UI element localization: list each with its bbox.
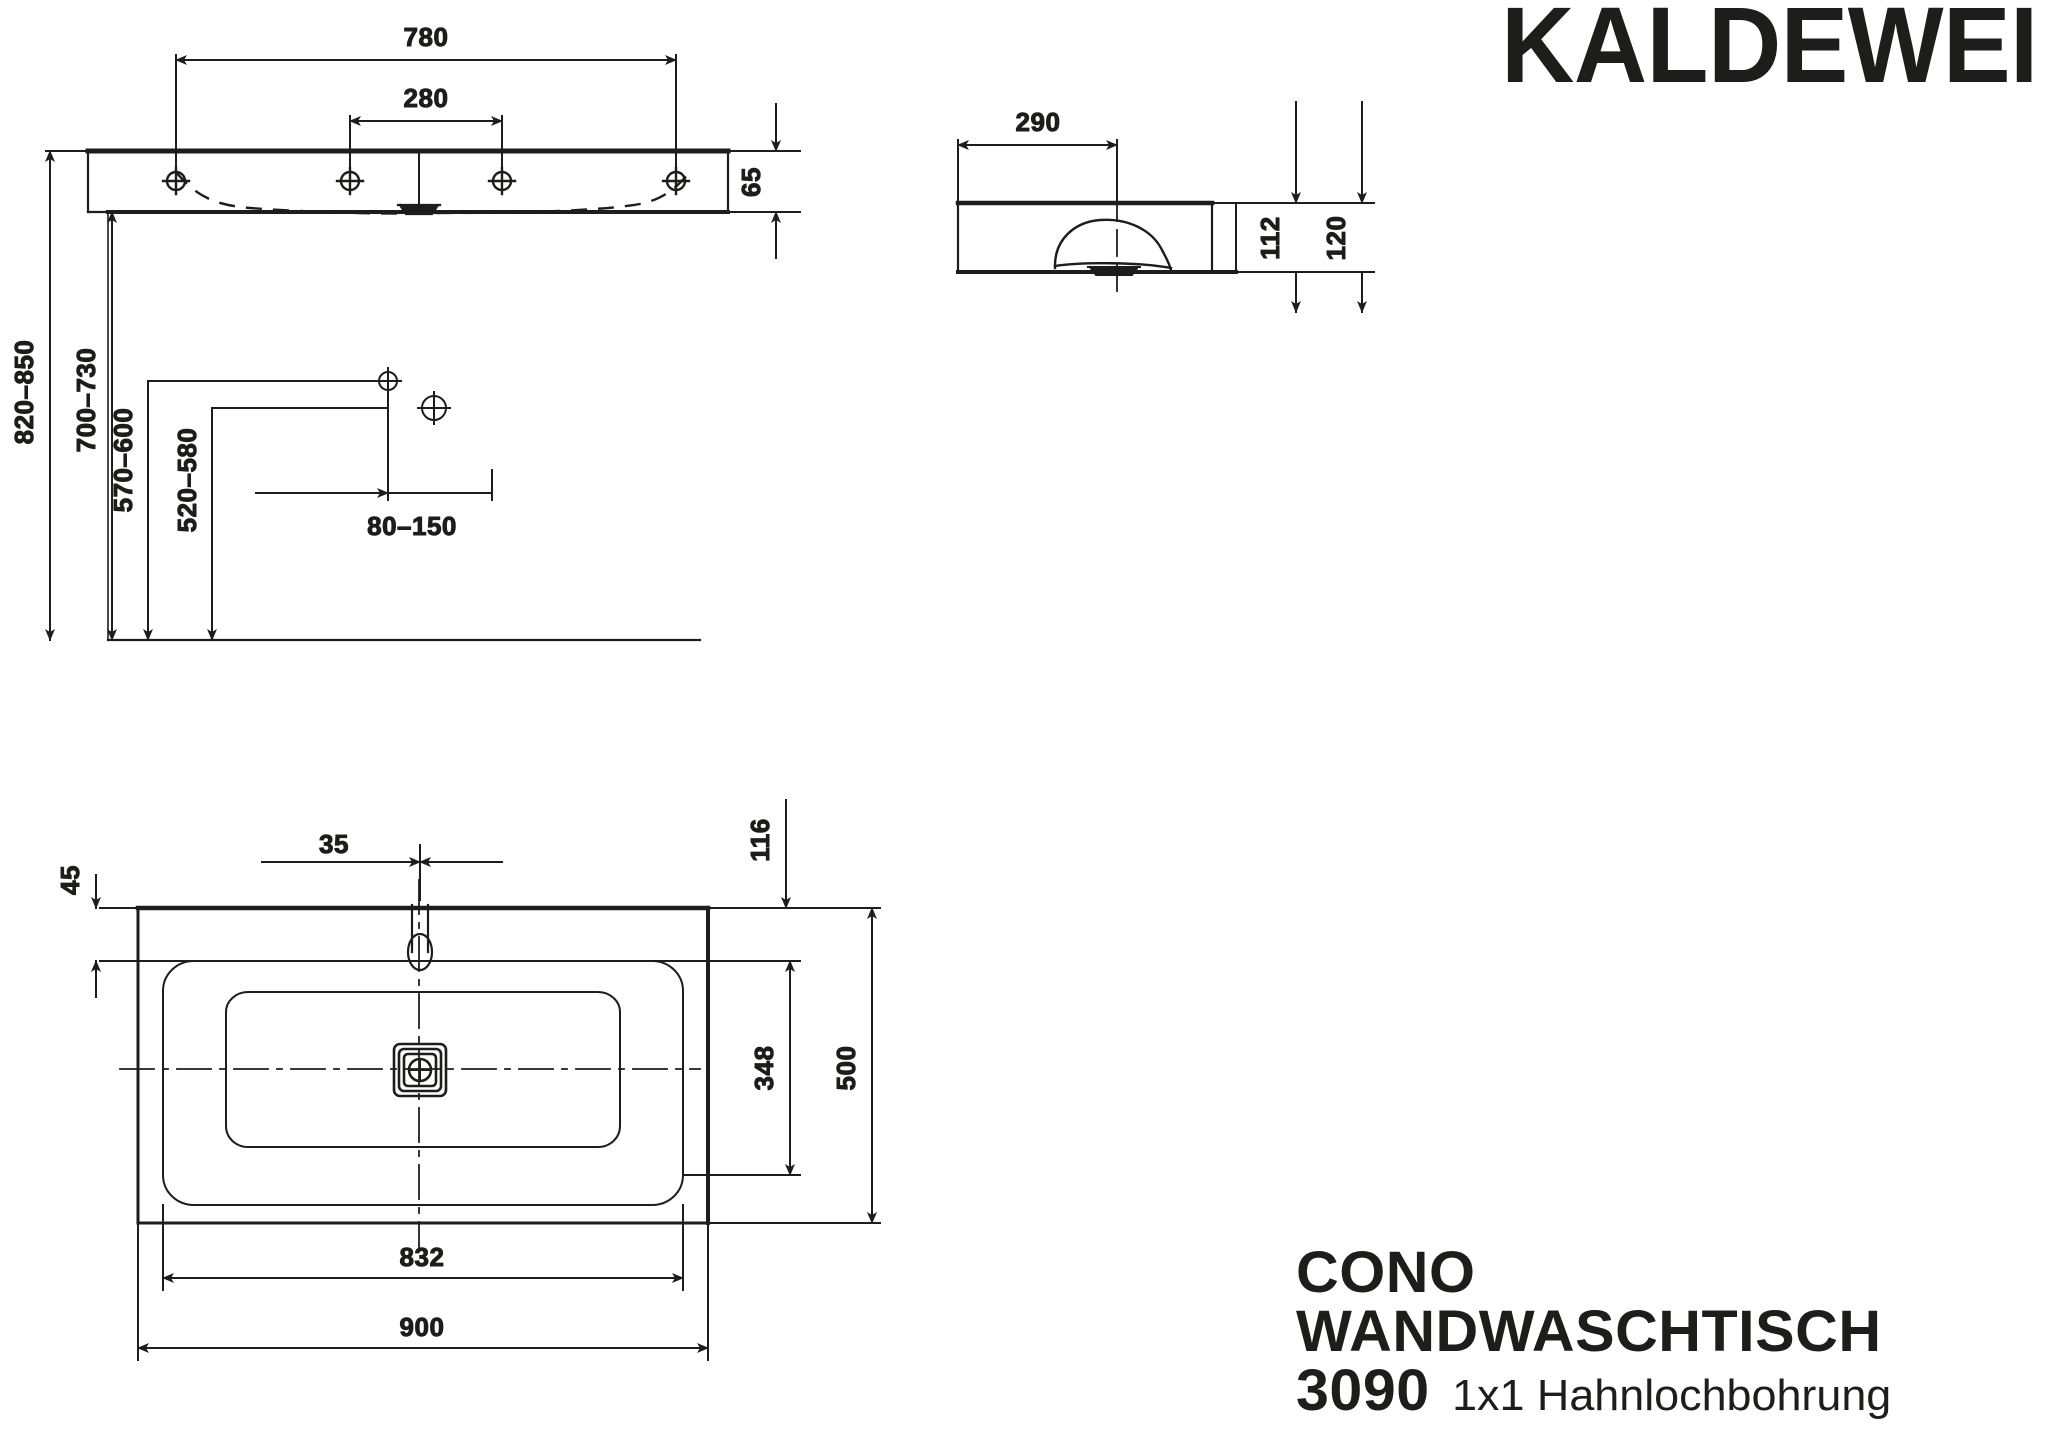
product-type: WANDWASCHTISCH <box>1296 1298 1882 1364</box>
product-name: CONO <box>1296 1239 1476 1305</box>
dim-label-500: 500 <box>831 1046 861 1091</box>
kaldewei-logo: KALDEWEI <box>1501 0 2039 106</box>
dim-label-120: 120 <box>1321 216 1351 261</box>
dim-label-900: 900 <box>400 1312 445 1342</box>
dim-45 <box>91 874 164 998</box>
dim-label-80-150: 80–150 <box>367 511 457 541</box>
dim-280 <box>349 115 503 182</box>
dim-label-35: 35 <box>319 829 349 859</box>
dim-label-116: 116 <box>745 818 775 861</box>
plan-view-body <box>135 905 711 1225</box>
dim-label-65: 65 <box>736 167 766 197</box>
dim-290 <box>957 139 1118 204</box>
dim-65 <box>727 103 801 259</box>
dim-500 <box>707 907 881 1224</box>
side-section-body <box>955 200 1297 274</box>
dim-820-850 <box>45 150 89 641</box>
bowl-hidden-contour <box>175 171 691 215</box>
dim-label-832: 832 <box>400 1242 445 1272</box>
dim-label-780: 780 <box>404 22 449 52</box>
dim-label-45: 45 <box>55 865 85 895</box>
tap-hole-detail <box>143 367 493 641</box>
dim-label-820-850: 820–850 <box>9 340 39 445</box>
model-row: 3090 1x1 Hahnlochbohrung <box>1296 1361 2048 1420</box>
basin-profile-section <box>1053 218 1173 272</box>
dim-label-520-580: 520–580 <box>172 428 202 533</box>
dim-348 <box>682 960 801 1176</box>
model-number: 3090 <box>1296 1357 1430 1423</box>
dim-120 <box>1295 101 1375 313</box>
drain-symbol-section <box>1087 265 1141 276</box>
dim-label-290: 290 <box>1016 107 1061 137</box>
dim-900 <box>137 1222 709 1361</box>
tap-hole-plan <box>406 903 434 972</box>
dim-label-280: 280 <box>404 83 449 113</box>
dim-label-112: 112 <box>1255 216 1285 259</box>
model-subtitle: 1x1 Hahnlochbohrung <box>1452 1370 1892 1420</box>
dim-35 <box>261 844 503 901</box>
dim-label-570-600: 570–600 <box>108 408 138 513</box>
dim-label-348: 348 <box>749 1046 779 1091</box>
drain-symbol-plan <box>392 1042 448 1098</box>
dim-832 <box>162 1204 684 1291</box>
dim-780 <box>175 54 677 182</box>
title-block: CONO WANDWASCHTISCH 3090 1x1 Hahnlochboh… <box>1296 1242 2036 1420</box>
tap-hole-markers-elevation <box>161 166 691 196</box>
dim-label-700-730: 700–730 <box>71 348 101 453</box>
